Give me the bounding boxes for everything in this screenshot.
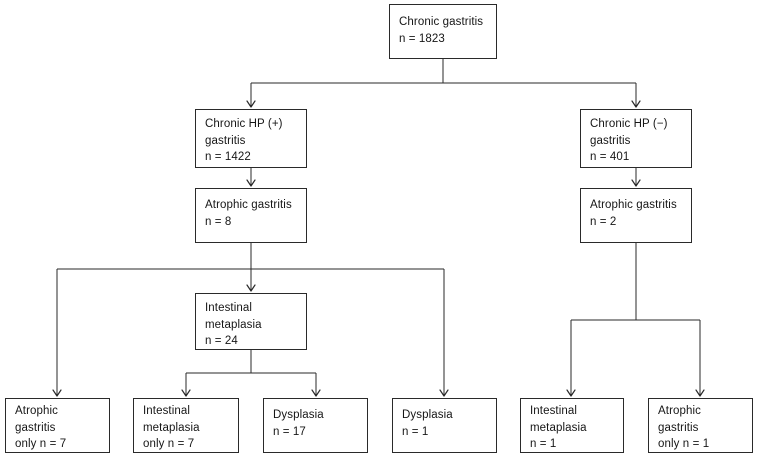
node-label-line: n = 1823 bbox=[399, 32, 445, 45]
node-label-line: Intestinal bbox=[205, 302, 253, 314]
node-label-line: metaplasia bbox=[205, 318, 262, 331]
node-label-line: Atrophic bbox=[15, 405, 58, 417]
node-hp-negative: Chronic HP (−) gastritis n = 401 bbox=[580, 109, 692, 168]
node-label-line: Intestinal bbox=[530, 405, 578, 417]
node-label-line: gastritis bbox=[205, 134, 246, 147]
node-label-line: only n = 1 bbox=[658, 438, 710, 450]
node-label-line: Atrophic gastritis bbox=[205, 199, 292, 211]
node-label-line: n = 17 bbox=[273, 425, 306, 438]
node-hp-positive: Chronic HP (+) gastritis n = 1422 bbox=[195, 109, 307, 168]
node-label-line: Dysplasia bbox=[273, 409, 324, 421]
node-label-line: n = 8 bbox=[205, 215, 232, 228]
node-label-line: metaplasia bbox=[143, 421, 200, 434]
node-label-line: n = 2 bbox=[590, 215, 617, 228]
node-label-line: Intestinal bbox=[143, 405, 191, 417]
node-label-line: only n = 7 bbox=[143, 438, 195, 450]
node-atrophic-only-left: Atrophic gastritis only n = 7 bbox=[5, 398, 110, 453]
node-label-line: Atrophic gastritis bbox=[590, 199, 677, 211]
node-atrophic-hp-positive: Atrophic gastritis n = 8 bbox=[195, 188, 307, 243]
node-label-line: n = 1422 bbox=[205, 151, 251, 163]
node-label-line: gastritis bbox=[590, 134, 631, 147]
node-label-line: n = 401 bbox=[590, 151, 630, 163]
node-label-line: Dysplasia bbox=[402, 409, 453, 421]
node-dysplasia-from-metaplasia: Dysplasia n = 17 bbox=[263, 398, 368, 453]
node-atrophic-hp-negative: Atrophic gastritis n = 2 bbox=[580, 188, 692, 243]
node-label-line: n = 1 bbox=[530, 438, 557, 450]
node-label-line: n = 1 bbox=[402, 425, 429, 438]
node-chronic-gastritis: Chronic gastritis n = 1823 bbox=[389, 4, 497, 59]
node-label-line: only n = 7 bbox=[15, 438, 67, 450]
node-label-line: Chronic HP (−) bbox=[590, 118, 668, 130]
node-label-line: Atrophic bbox=[658, 405, 701, 417]
node-label-line: Chronic gastritis bbox=[399, 16, 484, 28]
node-atrophic-only-right: Atrophic gastritis only n = 1 bbox=[648, 398, 753, 453]
node-label-line: metaplasia bbox=[530, 421, 587, 434]
node-label-line: gastritis bbox=[658, 421, 699, 434]
node-intestinal-metaplasia-only: Intestinal metaplasia only n = 7 bbox=[133, 398, 239, 453]
node-dysplasia-from-atrophic: Dysplasia n = 1 bbox=[392, 398, 497, 453]
node-intestinal-metaplasia: Intestinal metaplasia n = 24 bbox=[195, 293, 307, 350]
node-label-line: gastritis bbox=[15, 421, 56, 434]
node-intestinal-metaplasia-right: Intestinal metaplasia n = 1 bbox=[520, 398, 624, 453]
node-label-line: n = 24 bbox=[205, 335, 238, 347]
node-label-line: Chronic HP (+) bbox=[205, 118, 283, 130]
